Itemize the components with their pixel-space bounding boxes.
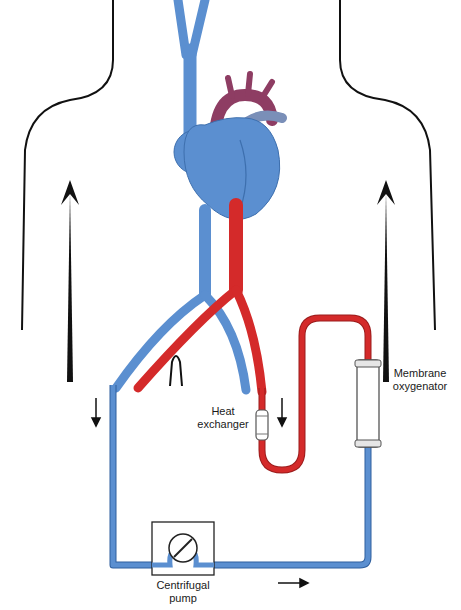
- heat-exchanger-body: [256, 410, 268, 440]
- pump-impeller: [174, 539, 192, 557]
- pump-outlet-tube-outline: [196, 447, 368, 565]
- heat-exchanger: [256, 410, 268, 440]
- arterial-vessels: [138, 205, 262, 392]
- oxygenator-cap: [355, 360, 381, 367]
- return-tube: [262, 318, 368, 470]
- pump-head: [169, 534, 197, 562]
- flow-arrowhead: [92, 418, 100, 426]
- crotch-outline: [170, 356, 182, 386]
- part-label: Heat exchanger: [192, 405, 254, 430]
- flow-arrowhead: [278, 418, 286, 426]
- inferior-vena-cava: [199, 210, 211, 295]
- oxygenator-cap: [355, 440, 381, 447]
- pump-outlet-tube: [196, 447, 368, 565]
- part-label: Centrifugal pump: [150, 579, 216, 604]
- centrifugal-pump: [152, 522, 214, 575]
- body-left-outline: [22, 0, 113, 330]
- left-arm-tip: [61, 180, 79, 205]
- return-tube-outline: [262, 318, 368, 470]
- left-arm-line: [67, 192, 73, 382]
- circuit-tubing: [113, 318, 368, 565]
- pump-housing: [152, 522, 214, 575]
- flow-arrow-shaft: [278, 582, 302, 584]
- flow-arrow-shaft: [281, 398, 283, 420]
- flow-arrowhead: [300, 579, 308, 587]
- venous-vessels: [116, 210, 246, 390]
- right-arm-line: [383, 192, 389, 382]
- right-iliac-artery: [236, 290, 262, 392]
- heat-exchanger-band: [256, 434, 268, 435]
- heart: [174, 118, 280, 220]
- left-iliac-artery: [138, 290, 236, 388]
- flow-arrow-shaft: [95, 398, 97, 420]
- membrane-oxygenator: [355, 360, 381, 447]
- heart-groove: [240, 140, 246, 210]
- left-iliac-vein: [116, 295, 205, 388]
- arch-branches: [228, 74, 272, 98]
- part-label: Membrane oxygenator: [386, 367, 454, 392]
- descending-aorta: [229, 205, 243, 290]
- heat-exchanger-band: [256, 416, 268, 417]
- flow-arrows: [92, 398, 308, 587]
- body-right-outline: [340, 0, 435, 330]
- right-arm-tip: [377, 180, 395, 205]
- oxygenator-body: [357, 360, 379, 447]
